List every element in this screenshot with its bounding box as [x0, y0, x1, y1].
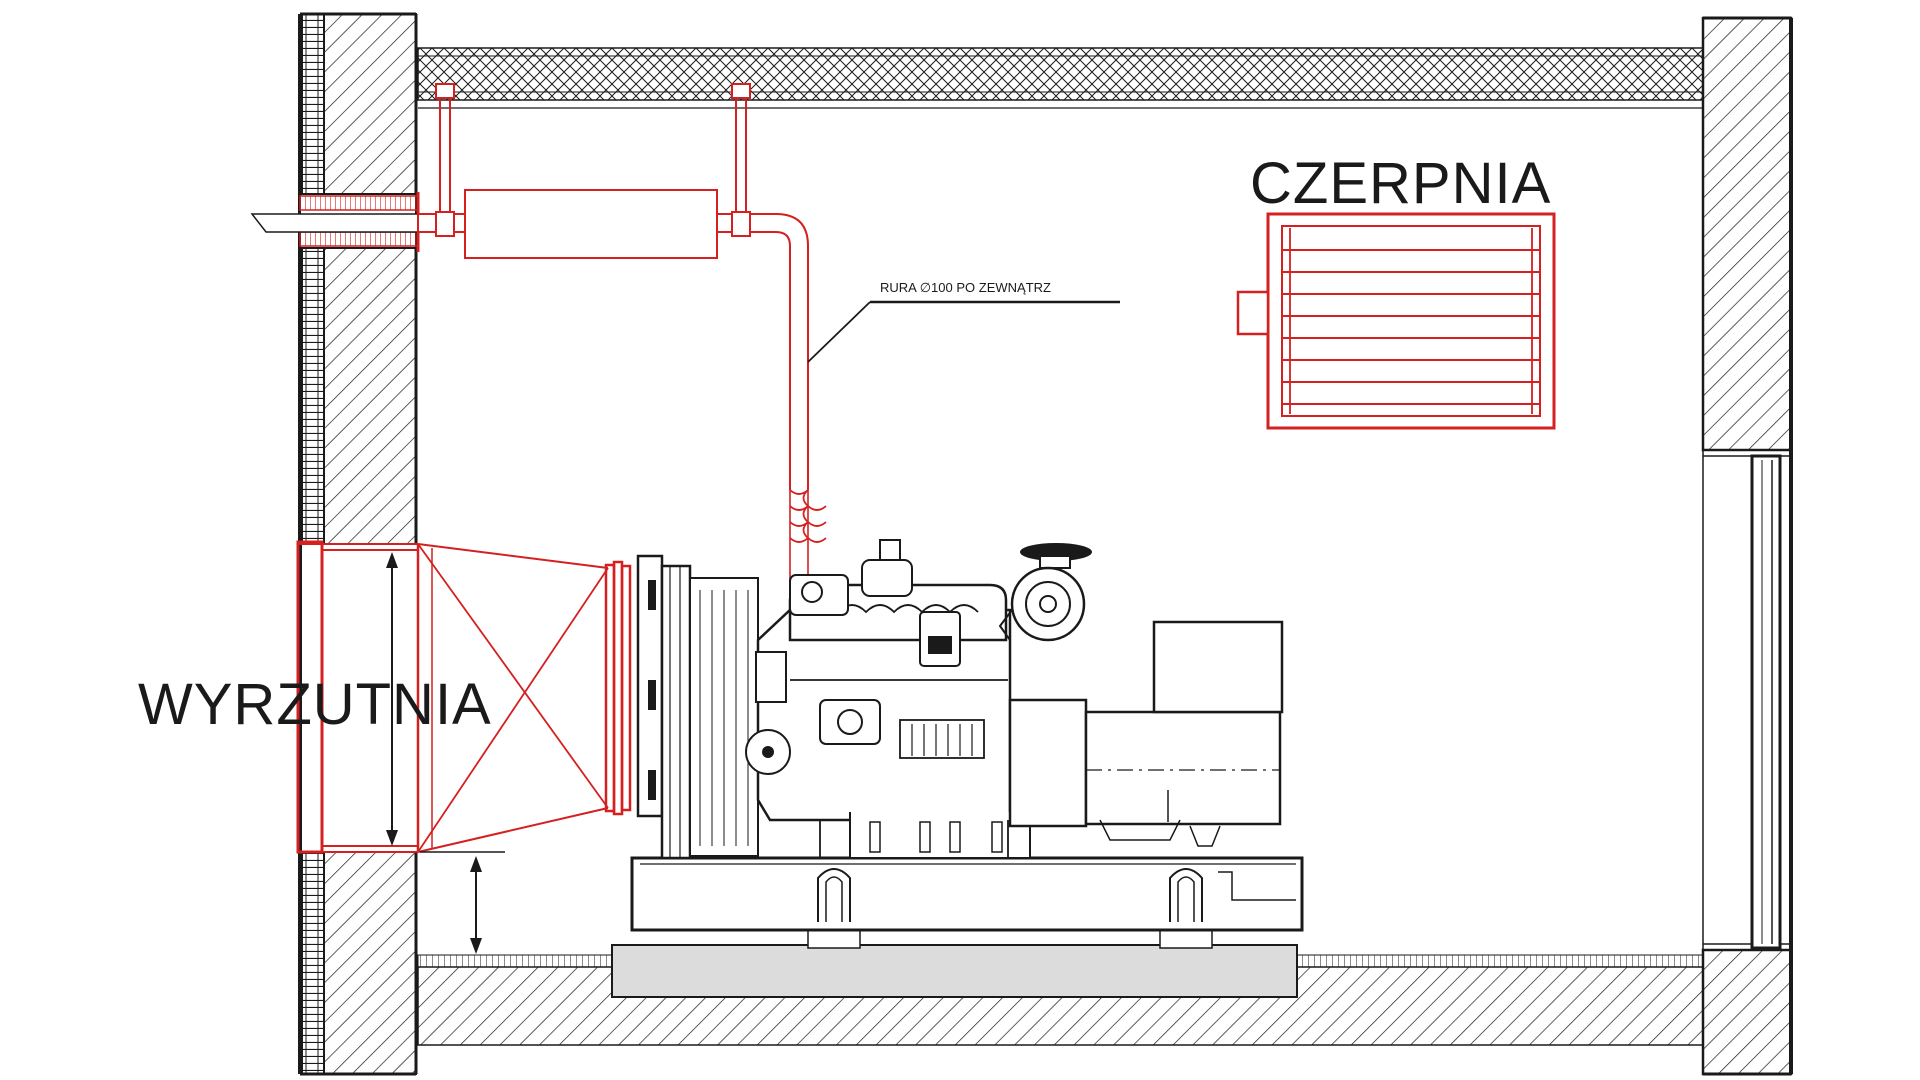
exhaust-pipe-riser — [717, 83, 827, 580]
exhaust-label: WYRZUTNIA — [138, 672, 492, 737]
opening-height-dimension — [386, 552, 398, 846]
control-panel — [1152, 620, 1284, 714]
sill-height-dimension — [420, 851, 505, 954]
pipe-note-label: RURA ∅100 PO ZEWNĄTRZ — [880, 280, 1051, 295]
anti-vibration-mounts — [807, 927, 1213, 949]
radiator — [689, 577, 759, 857]
generator-foundation-pad — [611, 944, 1298, 998]
pipe-note-leader — [807, 300, 1120, 363]
door-opening — [1702, 450, 1791, 950]
diesel-engine — [745, 539, 1031, 859]
ceiling-slab — [417, 47, 1704, 109]
right-wall — [1701, 16, 1793, 1076]
air-filter — [998, 543, 1092, 642]
left-wall — [298, 12, 418, 1076]
exhaust-silencer — [464, 189, 718, 259]
intake-louvre — [1236, 212, 1556, 430]
generator-base-frame — [630, 856, 1304, 932]
exhaust-louvre — [296, 540, 420, 854]
radiator-fan-guard — [636, 554, 692, 860]
exhaust-duct — [417, 543, 632, 853]
alternator — [1008, 698, 1282, 847]
intake-label: CZERPNIA — [1250, 151, 1552, 216]
